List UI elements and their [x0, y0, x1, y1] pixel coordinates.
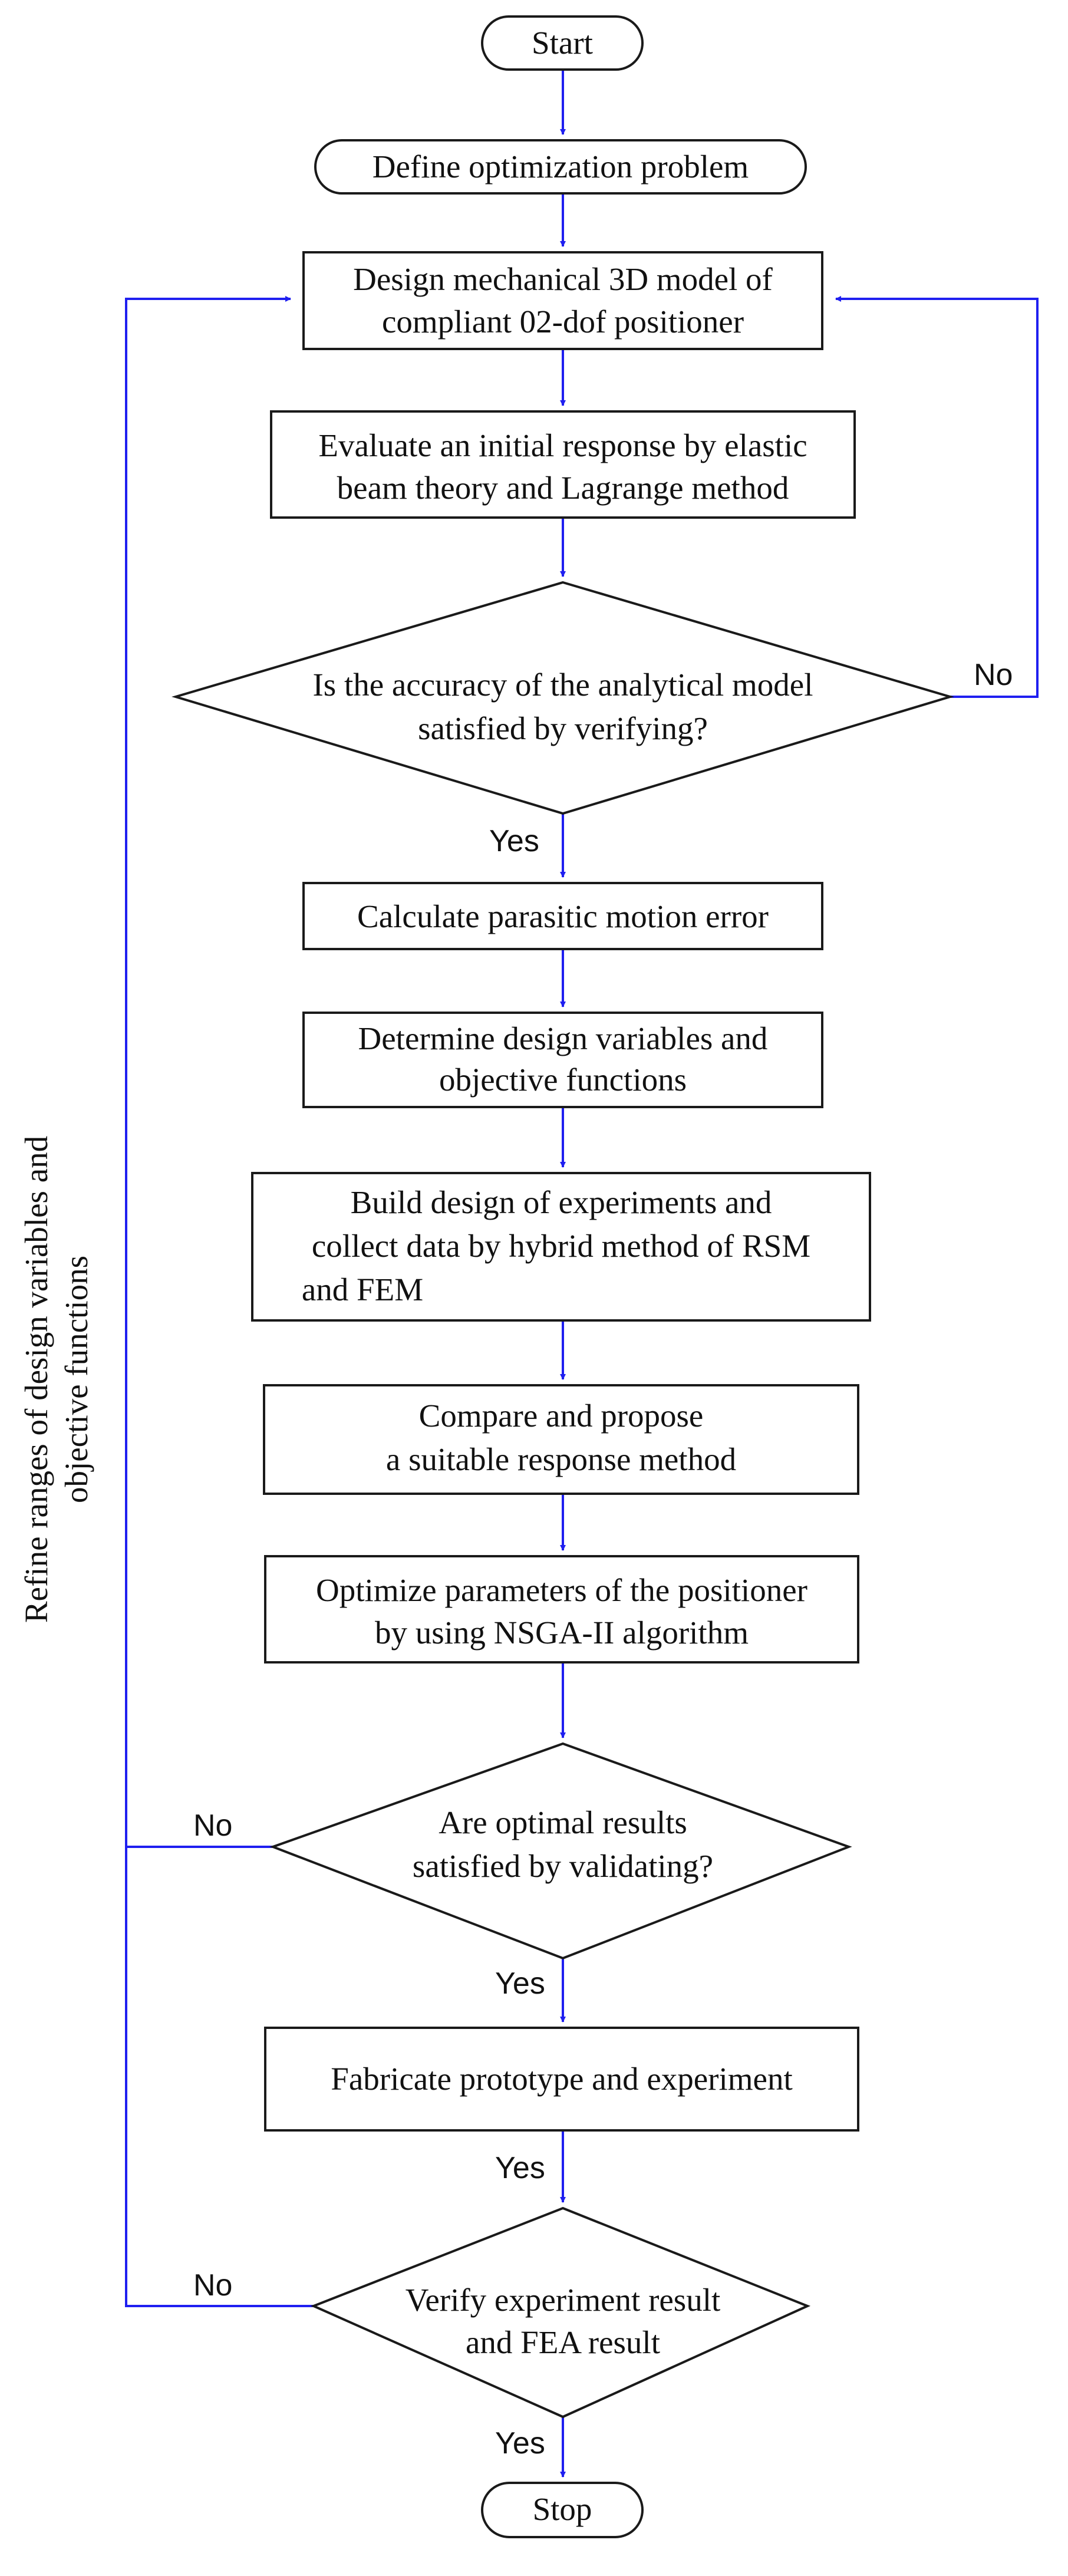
- fabricate-box: Fabricate prototype and experiment: [264, 2027, 859, 2132]
- compare-line-1: Compare and propose: [419, 1398, 704, 1434]
- define-problem-node: Define optimization problem: [314, 139, 807, 195]
- build-doe-line-1: Build design of experiments and: [351, 1184, 772, 1220]
- determine-line-2: objective functions: [439, 1062, 687, 1098]
- no-label-verify: No: [193, 2268, 232, 2302]
- accuracy-decision-line-1: Is the accuracy of the analytical model: [312, 667, 813, 703]
- determine-box: Determine design variables and objective…: [302, 1012, 823, 1108]
- stop-label: Stop: [533, 2491, 592, 2527]
- side-label-line-2: objective functions: [58, 1256, 94, 1503]
- yes-label-optimal: Yes: [495, 1966, 545, 2001]
- arrow-no-verify-loop: [125, 296, 314, 2307]
- optimize-box: Optimize parameters of the positioner by…: [264, 1555, 859, 1663]
- design-model-box: Design mechanical 3D model of compliant …: [302, 251, 823, 350]
- accuracy-decision-line-2: satisfied by verifying?: [418, 710, 708, 746]
- build-doe-line-3: and FEM: [302, 1271, 423, 1307]
- no-label-optimal: No: [193, 1809, 232, 1843]
- yes-label-accuracy: Yes: [489, 824, 539, 858]
- determine-line-1: Determine design variables and: [358, 1020, 768, 1056]
- optimize-line-1: Optimize parameters of the positioner: [316, 1572, 807, 1608]
- fabricate-label: Fabricate prototype and experiment: [331, 2061, 792, 2097]
- evaluate-line-2: beam theory and Lagrange method: [337, 470, 789, 506]
- compare-line-2: a suitable response method: [386, 1441, 736, 1477]
- connectors: [125, 70, 1039, 2478]
- evaluate-box: Evaluate an initial response by elastic …: [270, 410, 856, 519]
- verify-decision-line-1: Verify experiment result: [406, 2282, 721, 2318]
- yes-label-fabricate: Yes: [495, 2151, 545, 2185]
- optimal-decision-line-2: satisfied by validating?: [413, 1848, 713, 1884]
- build-doe-box: Build design of experiments and collect …: [251, 1172, 871, 1322]
- calc-error-box: Calculate parasitic motion error: [302, 882, 823, 950]
- side-label: Refine ranges of design variables and ob…: [18, 1136, 94, 1623]
- define-problem-label: Define optimization problem: [373, 149, 749, 185]
- build-doe-line-2: collect data by hybrid method of RSM: [312, 1228, 810, 1264]
- design-model-line-2: compliant 02-dof positioner: [382, 304, 744, 340]
- branch-labels: No Yes No Yes Yes No Yes: [193, 658, 1013, 2460]
- optimal-decision-line-1: Are optimal results: [439, 1804, 687, 1840]
- calc-error-label: Calculate parasitic motion error: [357, 898, 769, 934]
- no-label-accuracy: No: [974, 658, 1013, 692]
- start-node: Start: [481, 15, 644, 71]
- stop-node: Stop: [481, 2482, 644, 2538]
- optimize-line-2: by using NSGA-II algorithm: [375, 1615, 749, 1651]
- verify-decision-line-2: and FEA result: [466, 2324, 660, 2360]
- design-model-line-1: Design mechanical 3D model of: [353, 261, 773, 297]
- arrow-no-accuracy-loop: [835, 296, 1039, 698]
- verify-decision: Verify experiment result and FEA result: [310, 2206, 811, 2419]
- yes-label-verify: Yes: [495, 2426, 545, 2460]
- optimal-decision: Are optimal results satisfied by validat…: [269, 1742, 852, 1960]
- start-label: Start: [532, 25, 593, 61]
- side-label-line-1: Refine ranges of design variables and: [18, 1136, 54, 1623]
- compare-box: Compare and propose a suitable response …: [263, 1384, 859, 1495]
- accuracy-decision: Is the accuracy of the analytical model …: [172, 581, 954, 815]
- evaluate-line-1: Evaluate an initial response by elastic: [318, 427, 807, 463]
